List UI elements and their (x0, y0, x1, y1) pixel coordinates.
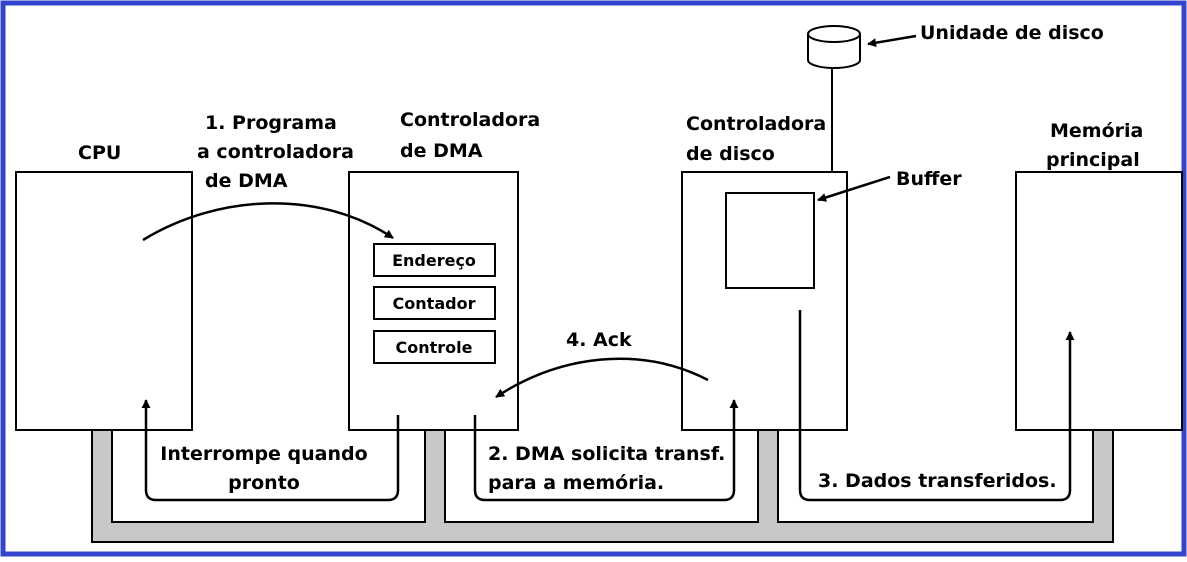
dma-title-line2: de DMA (400, 140, 483, 162)
interrupt-arrow (141, 399, 400, 502)
step3-arrow (798, 310, 1075, 502)
memory-title-line2: principal (1046, 149, 1140, 171)
register-counter-label: Contador (393, 294, 476, 313)
cpu-label: CPU (78, 142, 121, 164)
step2-arrow (473, 399, 739, 502)
register-control-label: Controle (396, 338, 473, 357)
buffer-label: Buffer (896, 168, 962, 190)
step1-arrow (142, 202, 394, 242)
disk-unit-label: Unidade de disco (920, 22, 1104, 44)
step4-label: 4. Ack (566, 329, 632, 351)
step1-line2: a controladora (197, 141, 354, 163)
register-control-box (373, 330, 496, 364)
register-address-label: Endereço (392, 251, 476, 270)
step3-label: 3. Dados transferidos. (818, 470, 1057, 492)
step2-line2: para a memória. (488, 472, 664, 494)
register-address-box (373, 243, 496, 277)
step1-line3: de DMA (205, 170, 288, 192)
step1-line1: 1. Programa (205, 112, 337, 134)
cpu-box (15, 171, 193, 431)
memory-box (1015, 171, 1183, 431)
disk-controller-title-line1: Controladora (686, 113, 826, 135)
memory-title-line1: Memória (1050, 120, 1143, 142)
register-counter-box (373, 286, 496, 320)
dma-title-line1: Controladora (400, 109, 540, 131)
disk-unit-icon (807, 25, 861, 69)
buffer-box (725, 192, 815, 289)
disk-unit-pointer (867, 34, 917, 48)
disk-controller-title-line2: de disco (686, 143, 775, 165)
ack-arrow (495, 357, 709, 399)
step2-line1: 2. DMA solicita transf. (488, 443, 725, 465)
interrupt-line2: pronto (228, 472, 300, 494)
buffer-pointer (817, 175, 891, 202)
interrupt-line1: Interrompe quando (160, 443, 367, 465)
